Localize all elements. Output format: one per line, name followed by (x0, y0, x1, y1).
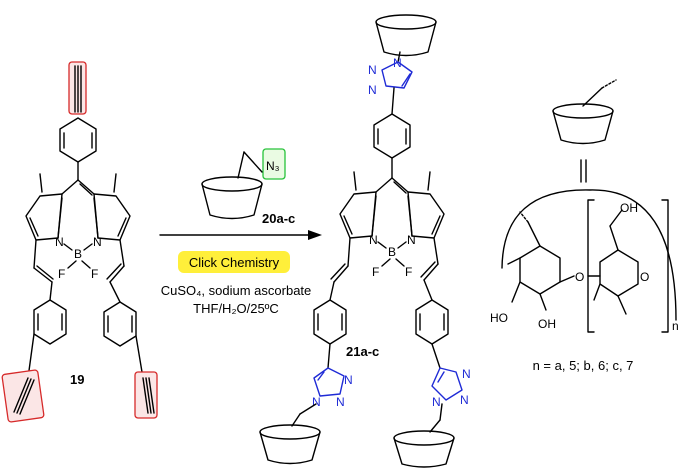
legend-atom-o-bridge: O (575, 270, 584, 284)
compound-label-21a-c: 21a-c (346, 344, 379, 359)
legend-macrocycle-arc (501, 189, 677, 321)
product-atom-n-right: N (407, 233, 416, 247)
legend-atom-oh-left: OH (538, 317, 556, 331)
reaction-arrow (159, 230, 322, 240)
cyclodextrin-cone-top (201, 176, 263, 192)
product-cd-top (375, 14, 437, 30)
product-atom-b: B (388, 245, 396, 259)
azide-label: N₃ (266, 159, 280, 173)
product-atom-n-left: N (369, 233, 378, 247)
cyclodextrin-legend: HO OH O n OH O n = a, 5; b, 6; c, 7 (490, 79, 679, 373)
atom-b: B (74, 247, 82, 261)
triazole-right-n1: N (462, 367, 471, 381)
product-atom-f-left: F (372, 265, 379, 279)
product-atom-f-right: F (405, 265, 412, 279)
product-cd-left (259, 424, 321, 440)
atom-n-right: N (93, 235, 102, 249)
compound-21a-c: N N N N N B F F (259, 14, 471, 468)
legend-atom-o-ring: O (640, 270, 649, 284)
azide-highlight (262, 148, 286, 180)
triazole-left-n3: N (312, 395, 321, 409)
click-chemistry-highlight (178, 251, 290, 273)
compound-19: N N B F F (1, 61, 158, 423)
click-chemistry-label: Click Chemistry (189, 255, 280, 270)
legend-bracket-left (587, 199, 595, 333)
triazole-right-n3: N (432, 395, 441, 409)
atom-f-left: F (58, 267, 65, 281)
triazole-left-n1: N (344, 373, 353, 387)
atom-f-right: F (91, 267, 98, 281)
conditions-line-2: THF/H₂O/25ºC (193, 301, 279, 316)
compound-20a-c: N₃ 20a-c (201, 148, 295, 226)
legend-atom-oh-top: OH (620, 201, 638, 215)
compound-label-19: 19 (70, 372, 84, 387)
triazole-left-n2: N (336, 395, 345, 409)
atom-n-left: N (55, 235, 64, 249)
triazole-top-n2: N (368, 63, 377, 77)
triazole-top-n3: N (368, 83, 377, 97)
triazole-top-n1: N (393, 56, 402, 70)
legend-bracket-right (661, 199, 669, 333)
legend-subscript-n: n (672, 319, 679, 333)
compound-label-20a-c: 20a-c (262, 211, 295, 226)
conditions-line-1: CuSO₄, sodium ascorbate (161, 283, 312, 298)
legend-atom-ho: HO (490, 311, 508, 325)
triazole-right-n2: N (460, 393, 469, 407)
legend-n-values: n = a, 5; b, 6; c, 7 (533, 358, 634, 373)
alkyne-highlight-left (1, 369, 45, 423)
product-cd-right (393, 430, 455, 446)
